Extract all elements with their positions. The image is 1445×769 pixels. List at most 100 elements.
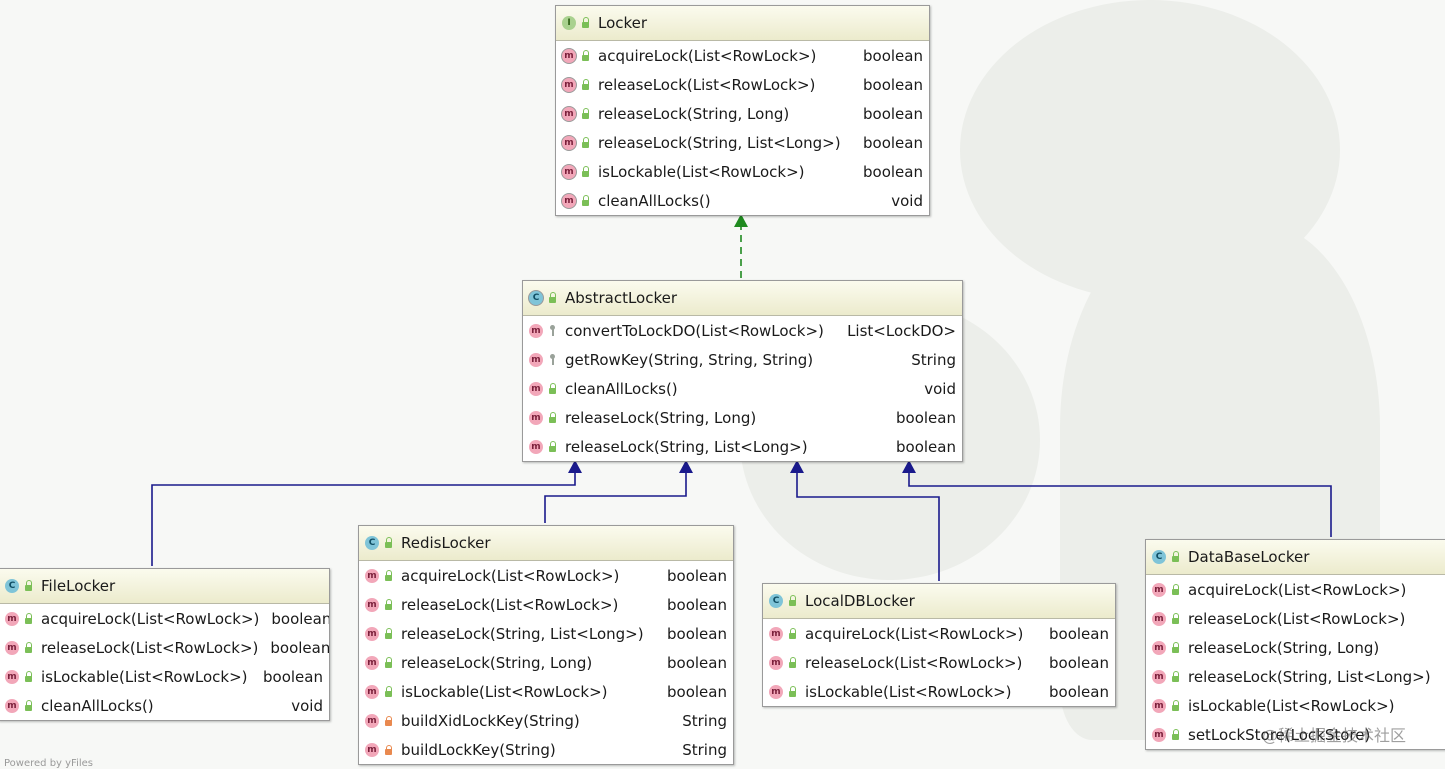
method-signature: getRowKey(String, String, String): [565, 350, 814, 369]
return-type: boolean: [1049, 653, 1109, 672]
method-signature: convertToLockDO(List<RowLock>): [565, 321, 824, 340]
method-icon: m: [529, 439, 543, 454]
public-lock-icon: [384, 598, 394, 611]
method-signature: isLockable(List<RowLock>): [598, 162, 805, 181]
method-signature: isLockable(List<RowLock>): [41, 667, 248, 686]
method-row[interactable]: m setLockStore(LockStore): [1146, 720, 1445, 749]
edge-arrowhead: [902, 460, 916, 473]
method-signature: releaseLock(List<RowLock>): [805, 653, 1023, 672]
public-lock-icon: [548, 411, 558, 424]
edge-arrowhead: [734, 214, 748, 227]
public-lock-icon: [581, 49, 591, 62]
method-signature: isLockable(List<RowLock>): [1188, 696, 1395, 715]
return-type: List<LockDO>: [847, 321, 956, 340]
class-icon: C: [365, 536, 379, 550]
return-type: boolean: [896, 408, 956, 427]
method-icon: m: [1152, 698, 1166, 713]
class-name: Locker: [598, 14, 648, 32]
method-icon: m: [365, 626, 379, 641]
public-lock-icon: [24, 699, 34, 712]
method-signature: acquireLock(List<RowLock>): [598, 46, 817, 65]
method-icon: m: [365, 568, 379, 583]
class-header[interactable]: C AbstractLocker: [523, 281, 962, 316]
method-icon: m: [562, 106, 576, 121]
method-signature: cleanAllLocks(): [598, 191, 711, 210]
class-header[interactable]: C LocalDBLocker: [763, 584, 1115, 619]
abstract-class-icon: C: [529, 291, 543, 305]
edge-arrowhead: [568, 460, 582, 473]
method-icon: m: [1152, 582, 1166, 597]
public-lock-icon: [548, 440, 558, 453]
return-type: boolean: [263, 667, 323, 686]
public-lock-icon: [1171, 612, 1181, 625]
return-type: boolean: [863, 46, 923, 65]
method-icon: m: [1152, 611, 1166, 626]
public-lock-icon: [1171, 728, 1181, 741]
class-icon: C: [769, 594, 783, 608]
return-type: boolean: [896, 437, 956, 456]
return-type: boolean: [1049, 682, 1109, 701]
public-lock-icon: [581, 194, 591, 207]
method-signature: releaseLock(List<RowLock>): [41, 638, 259, 657]
class-name: AbstractLocker: [565, 289, 678, 307]
public-lock-icon: [24, 670, 34, 683]
method-icon: m: [562, 135, 576, 150]
edge-arrowhead: [790, 460, 804, 473]
return-type: void: [291, 696, 323, 715]
public-lock-icon: [384, 685, 394, 698]
class-name: LocalDBLocker: [805, 592, 915, 610]
method-signature: setLockStore(LockStore): [1188, 725, 1371, 744]
return-type: boolean: [667, 566, 727, 585]
method-signature: buildXidLockKey(String): [401, 711, 580, 730]
method-signature: releaseLock(String, Long): [401, 653, 593, 672]
method-row[interactable]: m releaseLock(List<RowLock>): [1146, 604, 1445, 633]
public-lock-icon: [384, 627, 394, 640]
method-icon: m: [562, 193, 576, 208]
method-signature: releaseLock(List<RowLock>): [1188, 609, 1406, 628]
method-row[interactable]: m isLockable(List<RowLock>): [1146, 691, 1445, 720]
method-icon: m: [1152, 727, 1166, 742]
public-lock-icon: [1171, 641, 1181, 654]
return-type: boolean: [271, 609, 330, 628]
method-icon: m: [1152, 669, 1166, 684]
